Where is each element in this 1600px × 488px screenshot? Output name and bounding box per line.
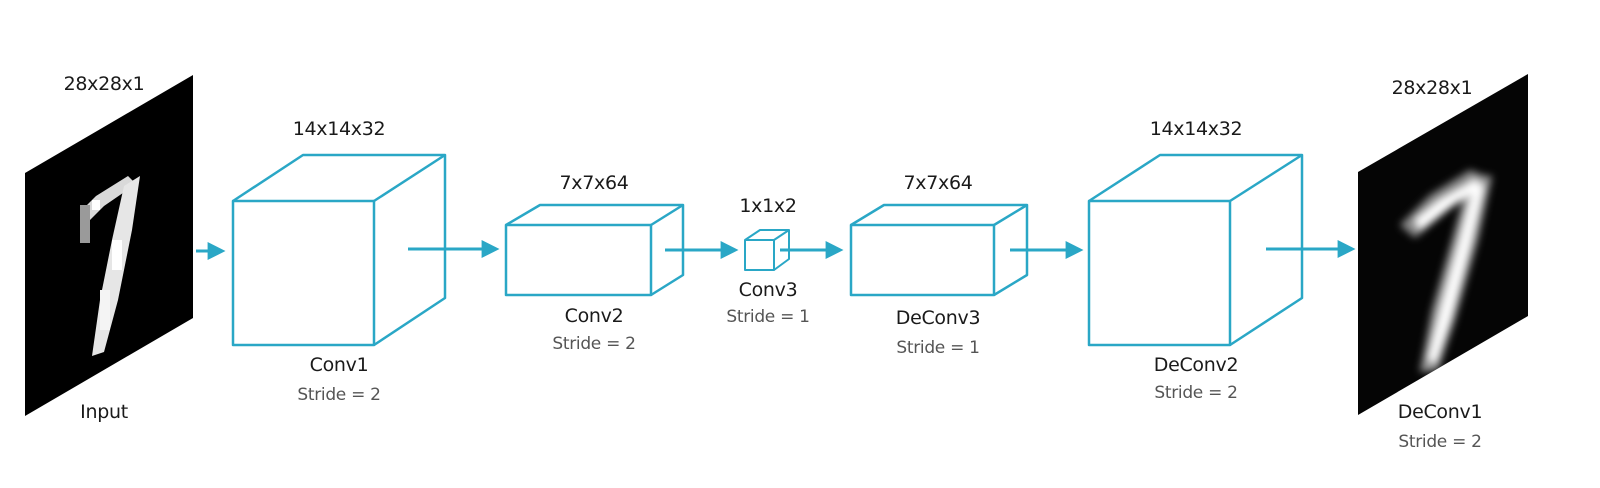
flow-arrows: [196, 240, 1356, 260]
conv3-cube: [744, 229, 790, 271]
conv2-dims: 7x7x64: [559, 172, 629, 194]
deconv3-dims: 7x7x64: [903, 172, 973, 194]
deconv2-name: DeConv2: [1153, 354, 1239, 376]
deconv3-cube: [849, 203, 1029, 297]
conv2-name: Conv2: [564, 305, 624, 327]
conv1-stride: Stride = 2: [297, 385, 381, 405]
output-name: DeConv1: [1397, 401, 1483, 423]
input-label: Input: [80, 401, 128, 423]
conv1-dims: 14x14x32: [292, 118, 386, 140]
input-dims: 28x28x1: [63, 73, 145, 95]
conv3-name: Conv3: [738, 279, 798, 301]
deconv3-name: DeConv3: [895, 307, 981, 329]
input-image: [25, 75, 193, 416]
conv1-name: Conv1: [309, 354, 369, 376]
deconv2-dims: 14x14x32: [1149, 118, 1243, 140]
conv2-cube: [504, 203, 685, 297]
conv3-stride: Stride = 1: [726, 307, 810, 327]
output-stride: Stride = 2: [1398, 432, 1482, 452]
deconv2-cube: [1087, 153, 1304, 347]
conv1-cube: [231, 153, 447, 347]
conv2-stride: Stride = 2: [552, 334, 636, 354]
deconv3-stride: Stride = 1: [896, 338, 980, 358]
output-dims: 28x28x1: [1391, 77, 1473, 99]
conv3-dims: 1x1x2: [739, 195, 797, 217]
deconv2-stride: Stride = 2: [1154, 383, 1238, 403]
output-image: [1358, 74, 1528, 415]
